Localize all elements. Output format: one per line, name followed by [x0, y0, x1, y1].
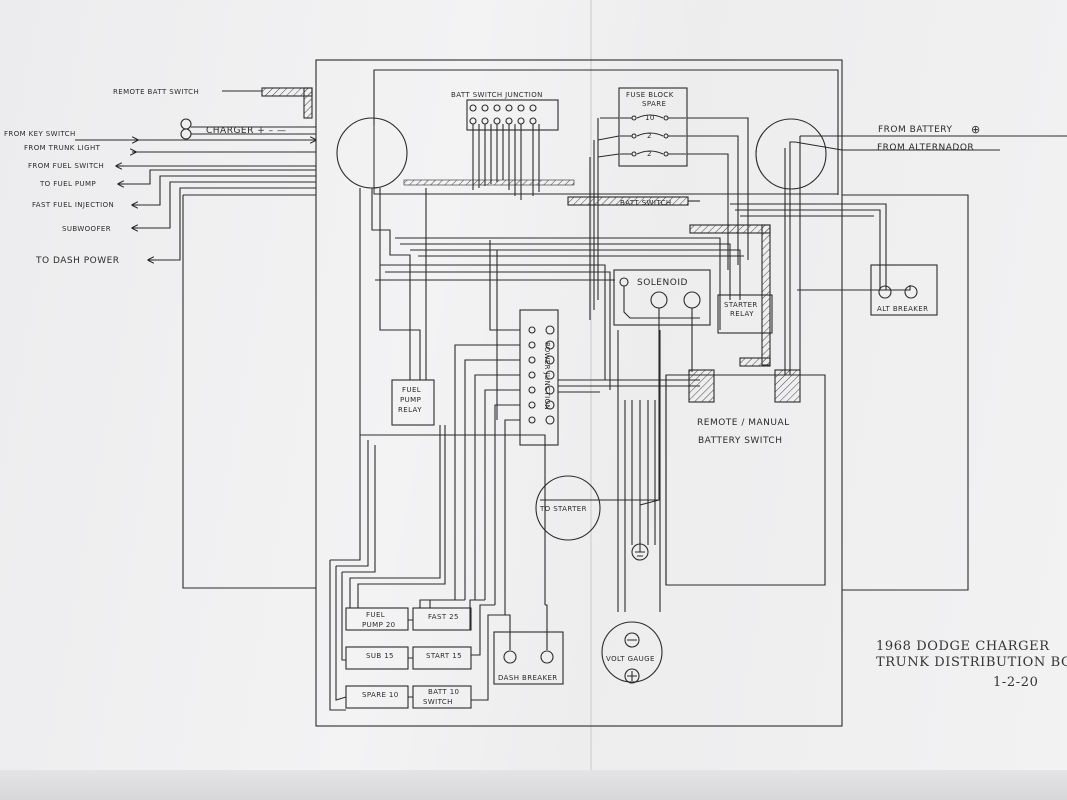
label-fuse-spare: SPARE 10	[362, 691, 399, 699]
label-to-fuel-pump: TO FUEL PUMP	[39, 180, 96, 188]
dash-breaker	[493, 631, 564, 685]
left-panel	[182, 194, 316, 589]
label-starter-relay-2: RELAY	[730, 310, 754, 318]
label-remote-manual-1: REMOTE / MANUAL	[697, 418, 790, 428]
label-power-junction: POWER JUNCTION	[543, 342, 551, 410]
title-date: 1-2-20	[993, 675, 1038, 690]
label-charger: CHARGER + – —	[206, 126, 287, 136]
label-fuse-batt-switch-1: BATT 10	[428, 688, 459, 696]
battery-plus-icon: ⊕	[971, 123, 981, 136]
batt-switch-junction-terminals	[469, 104, 537, 125]
label-solenoid: SOLENOID	[637, 278, 688, 288]
label-alt-breaker: ALT BREAKER	[877, 305, 928, 313]
label-from-fuel-switch: FROM FUEL SWITCH	[28, 162, 104, 170]
label-spare: SPARE	[642, 100, 666, 108]
to-starter-terminal	[535, 475, 601, 541]
label-fuse-block: FUSE BLOCK	[626, 91, 674, 99]
starter-relay	[717, 294, 773, 334]
label-fuse-2b: 2	[647, 150, 652, 158]
label-fast-fuel-injection: FAST FUEL INJECTION	[32, 201, 114, 209]
fuse-block	[618, 87, 688, 167]
label-to-starter: TO STARTER	[539, 505, 587, 513]
label-fuse-fast: FAST 25	[428, 613, 459, 621]
label-starter-relay-1: STARTER	[724, 301, 758, 309]
junction-circle-left	[336, 117, 408, 189]
charger-terminal	[180, 118, 192, 130]
label-fuse-batt-switch-2: SWITCH	[423, 698, 453, 706]
label-remote-manual-2: BATTERY SWITCH	[698, 436, 782, 446]
label-fuse-10: 10	[645, 114, 655, 122]
label-fuel-pump-relay-3: RELAY	[398, 406, 422, 414]
batt-switch-junction-block	[466, 99, 559, 131]
power-junction	[519, 309, 559, 446]
fuel-pump-relay	[391, 379, 435, 426]
top-wire-frame	[373, 69, 839, 195]
label-to-dash-power: TO DASH POWER	[35, 256, 120, 266]
label-from-battery: FROM BATTERY	[878, 125, 952, 135]
label-fuel-pump-relay-2: PUMP	[400, 396, 421, 404]
label-fuse-2a: 2	[647, 132, 652, 140]
paper-fold	[590, 0, 592, 800]
label-subwoofer: SUBWOOFER	[62, 225, 111, 233]
title-line-2: TRUNK DISTRIBUTION BOX	[876, 655, 1067, 670]
label-fuel-pump-relay-1: FUEL	[402, 386, 421, 394]
label-fuse-start: START 15	[426, 652, 462, 660]
fuse-block-fuses	[620, 114, 686, 157]
remote-manual-battery-switch	[665, 374, 826, 586]
label-dash-breaker: DASH BREAKER	[498, 674, 558, 682]
junction-circle-right	[755, 118, 827, 190]
paper-edge	[0, 770, 1067, 800]
label-fuse-fuel-pump-1: FUEL	[366, 611, 385, 619]
label-from-key-switch: FROM KEY SWITCH	[4, 130, 76, 138]
label-from-alternador: FROM ALTERNADOR	[877, 143, 974, 153]
title-line-1: 1968 DODGE CHARGER	[876, 639, 1050, 654]
label-volt-gauge: VOLT GAUGE	[606, 655, 655, 663]
volt-gauge	[601, 621, 663, 683]
label-from-trunk-light: FROM TRUNK LIGHT	[24, 144, 101, 152]
right-panel	[842, 194, 969, 591]
label-fuse-sub: SUB 15	[366, 652, 394, 660]
solenoid	[613, 269, 711, 326]
label-batt-switch-junction: BATT SWITCH JUNCTION	[451, 91, 543, 99]
label-batt-switch: BATT SWITCH	[620, 199, 672, 207]
label-fuse-fuel-pump-2: PUMP 20	[362, 621, 396, 629]
alt-breaker	[870, 264, 938, 316]
power-junction-terminals	[528, 325, 555, 425]
label-remote-batt-switch: REMOTE BATT SWITCH	[113, 88, 199, 96]
